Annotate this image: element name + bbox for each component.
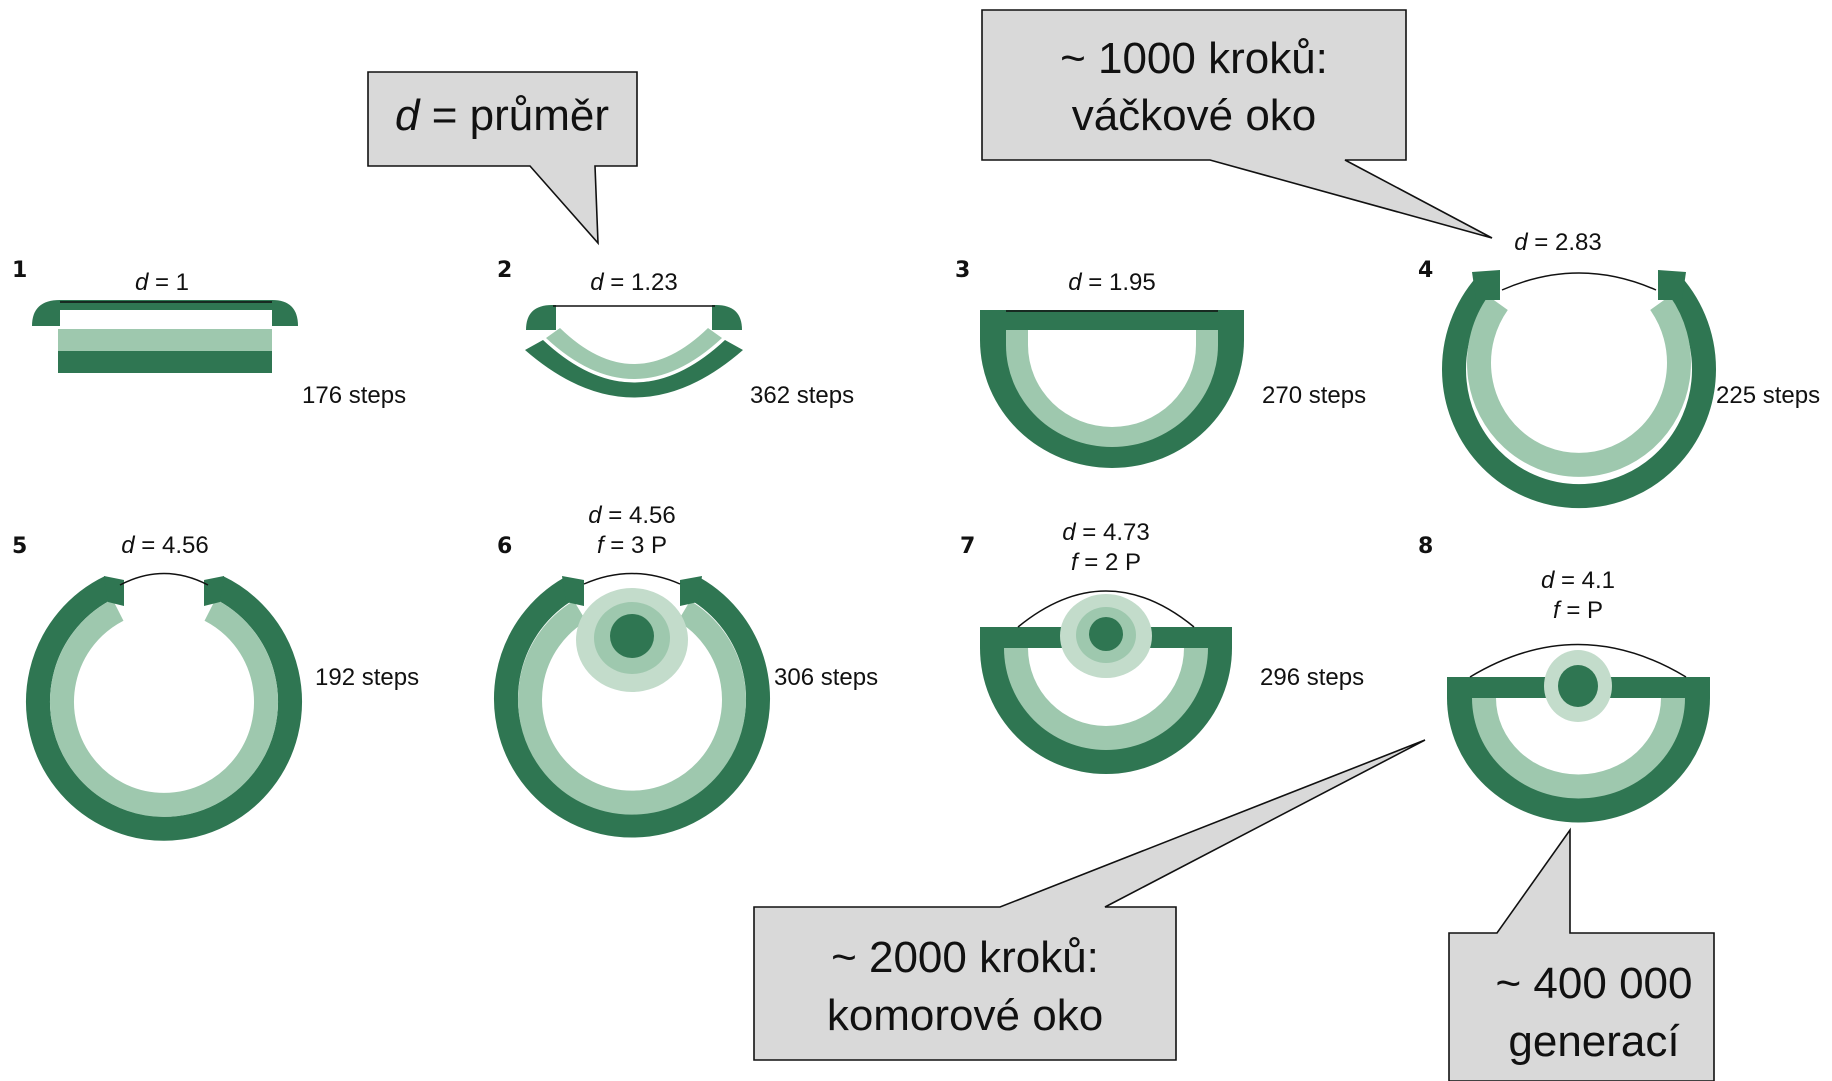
stage-6-number: 6 [497, 534, 512, 559]
svg-text:d = průměr: d = průměr [395, 91, 609, 140]
stage-8: 8 d = 4.1 f = P [1418, 534, 1710, 823]
stage-1-number: 1 [12, 258, 27, 283]
stage-3-number: 3 [955, 258, 970, 283]
stage-5-eye-shape [26, 572, 302, 841]
stage-4-d-label: d = 2.83 [1514, 229, 1601, 256]
stage-4-steps: 225 steps [1716, 382, 1820, 409]
stage-3-eye-shape [980, 310, 1244, 468]
stage-7-steps: 296 steps [1260, 664, 1364, 691]
stage-5-steps: 192 steps [315, 664, 419, 691]
stage-6: 6 d = 4.56 f = 3 P 306 steps [494, 502, 878, 838]
stage-2-eye-shape [525, 305, 743, 398]
callout-generations-line1: ~ 400 000 [1496, 959, 1693, 1008]
stage-4: 4 d = 2.83 225 steps [1418, 229, 1820, 509]
callout-cup-eye-line2: váčkové oko [1072, 91, 1317, 140]
stage-4-eye-shape [1442, 270, 1716, 509]
stage-3-steps: 270 steps [1262, 382, 1366, 409]
stage-8-eye-shape [1447, 643, 1710, 823]
callout-cup-eye-line1: ~ 1000 kroků: [1060, 34, 1328, 83]
stage-6-eye-shape [494, 572, 770, 838]
stage-2: 2 d = 1.23 362 steps [497, 258, 854, 409]
stage-1-steps: 176 steps [302, 382, 406, 409]
stage-3: 3 d = 1.95 270 steps [955, 258, 1366, 468]
callout-chamber-eye-line1: ~ 2000 kroků: [831, 933, 1099, 982]
stage-3-d-label: d = 1.95 [1068, 269, 1155, 296]
callout-chamber-eye: ~ 2000 kroků: komorové oko [753, 739, 1426, 1061]
stage-8-d-label: d = 4.1 [1541, 567, 1615, 594]
stage-7: 7 d = 4.73 f = 2 P 296 steps [960, 519, 1364, 774]
stage-1-eye-shape [32, 300, 298, 373]
stage-2-number: 2 [497, 258, 512, 283]
callout-diameter-text: = průměr [419, 91, 609, 140]
stage-4-number: 4 [1418, 258, 1433, 283]
stage-2-steps: 362 steps [750, 382, 854, 409]
stage-1-d-label: d = 1 [135, 269, 189, 296]
stage-6-d-label: d = 4.56 [588, 502, 675, 529]
stage-2-d-label: d = 1.23 [590, 269, 677, 296]
stage-8-f-label: f = P [1553, 597, 1603, 624]
stage-6-steps: 306 steps [774, 664, 878, 691]
stage-7-f-label: f = 2 P [1071, 549, 1141, 576]
stage-7-number: 7 [960, 534, 975, 559]
stage-1: 1 d = 1 176 steps [12, 258, 406, 409]
stage-5: 5 d = 4.56 192 steps [12, 532, 419, 841]
stage-6-f-label: f = 3 P [597, 532, 667, 559]
stage-7-eye-shape [980, 590, 1232, 774]
stage-5-number: 5 [12, 534, 27, 559]
callout-generations-line2: generací [1508, 1017, 1680, 1066]
callout-diameter-var: d [395, 91, 421, 140]
stage-5-d-label: d = 4.56 [121, 532, 208, 559]
callout-cup-eye: ~ 1000 kroků: váčkové oko [981, 9, 1493, 239]
callout-diameter: d = průměr [367, 71, 638, 246]
callout-generations: ~ 400 000 generací [1448, 827, 1715, 1081]
stage-7-d-label: d = 4.73 [1062, 519, 1149, 546]
stage-8-number: 8 [1418, 534, 1433, 559]
callout-chamber-eye-line2: komorové oko [827, 991, 1103, 1040]
